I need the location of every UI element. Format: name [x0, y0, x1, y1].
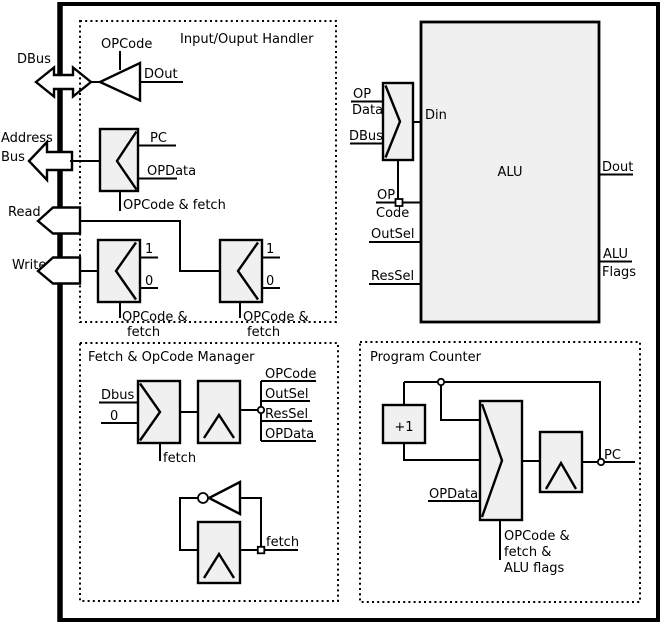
writemux-select-line1: OPCode & — [122, 310, 188, 325]
address-bus-label-line2: Bus — [1, 150, 25, 165]
wire-toggle-feedback-left — [179, 497, 198, 551]
read-mux — [218, 238, 264, 304]
alu-section: ALU OP Data DBus Din OP Code OutSel ResS… — [349, 20, 636, 324]
plus-one-label: +1 — [394, 420, 413, 435]
program-counter-title: Program Counter — [370, 350, 482, 365]
dinmux-in2-label: DBus — [349, 129, 383, 144]
junction-dot-fetchreg — [256, 405, 266, 415]
toggle-fetch-label: fetch — [266, 535, 299, 550]
writemux-one-label: 1 — [145, 242, 153, 257]
alu-opcode-line1: OP — [377, 188, 395, 203]
program-counter-section: Program Counter +1 OPData OPCode & fetch… — [359, 341, 641, 603]
readmux-one-label: 1 — [266, 242, 274, 257]
outer-frame — [57, 2, 660, 622]
din-mux-chevron-icon — [384, 85, 402, 158]
toggle-inverter-icon — [206, 480, 242, 516]
buffer-dout-label: DOut — [144, 67, 178, 82]
read-label: Read — [8, 205, 41, 220]
dbus-label: DBus — [17, 52, 51, 67]
pc-out-label: PC — [604, 448, 621, 463]
write-mux — [96, 238, 142, 304]
read-arrow-icon — [36, 206, 82, 235]
pcmux-opdata-label: OPData — [429, 487, 478, 502]
fetch-out-opcode-label: OPCode — [265, 367, 316, 382]
fetch-manager-section: Fetch & OpCode Manager Dbus 0 fetch OPCo… — [79, 342, 339, 602]
readmux-select-line1: OPCode & — [243, 310, 309, 325]
fetchmux-dbus-label: Dbus — [101, 388, 135, 403]
wire-read-to-mux — [80, 220, 220, 272]
fetch-mux-chevron-icon — [139, 382, 162, 442]
dinmux-in1-line1: OP — [353, 87, 371, 102]
fetch-manager-title: Fetch & OpCode Manager — [88, 350, 255, 365]
alu-title: ALU — [497, 165, 522, 180]
addrmux-pc-label: PC — [150, 131, 167, 146]
din-label: Din — [425, 108, 447, 123]
pc-mux-chevron-icon — [480, 403, 504, 518]
alu-flags-line2: Flags — [602, 265, 636, 280]
toggle-inverter-bubble-icon — [197, 492, 209, 504]
writemux-zero-label: 0 — [145, 274, 153, 289]
pcmux-select-line2: fetch & — [504, 545, 551, 560]
din-mux — [381, 81, 415, 162]
address-mux-chevron-icon — [115, 130, 138, 191]
fetch-out-ressel-label: ResSel — [265, 407, 308, 422]
addrmux-select-label: OPCode & fetch — [123, 198, 226, 213]
wire-feedback-to-mux — [440, 382, 480, 421]
left-bus-labels: DBus Address Bus Read Write — [1, 52, 93, 285]
io-handler-box — [79, 20, 337, 323]
fetchmux-select-label: fetch — [163, 451, 196, 466]
fetch-register-clock-icon — [202, 412, 236, 439]
address-bus-label-line1: Address — [1, 131, 53, 146]
dinmux-in1-line2: Data — [352, 103, 383, 118]
read-mux-chevron-icon — [236, 241, 259, 301]
junction-dot-feedback — [436, 377, 446, 387]
fetch-manager-box — [79, 342, 339, 602]
io-handler-title: Input/Ouput Handler — [180, 32, 314, 47]
fetch-register — [196, 379, 242, 445]
junction-square-fetch — [256, 545, 266, 555]
wire-toggle-feedback-right — [240, 497, 262, 550]
addrmux-opdata-label: OPData — [147, 164, 196, 179]
junction-dot-pc — [596, 457, 606, 467]
writemux-select-line2: fetch — [127, 325, 160, 340]
alu-flags-line1: ALU — [603, 247, 628, 262]
pcmux-select-line3: ALU flags — [504, 561, 565, 576]
pc-register-clock-icon — [544, 460, 578, 490]
alu-dout-label: Dout — [602, 160, 633, 175]
pcmux-select-line1: OPCode & — [504, 529, 570, 544]
fetch-out-outsel-label: OutSel — [265, 387, 308, 402]
alu-box — [419, 20, 601, 324]
readmux-select-line2: fetch — [247, 325, 280, 340]
dbus-bidirectional-arrow-icon — [34, 64, 93, 100]
alu-outsel-label: OutSel — [371, 227, 414, 242]
io-handler-section: Input/Ouput Handler OPCode DOut PC OPDat… — [70, 20, 337, 340]
wire-plus1-to-mux — [403, 443, 480, 461]
buffer-opcode-label: OPCode — [101, 37, 152, 52]
write-label: Write — [12, 258, 46, 273]
fetchmux-zero-label: 0 — [110, 409, 118, 424]
fetch-out-opdata-label: OPData — [265, 427, 314, 442]
toggle-register-clock-icon — [202, 551, 236, 579]
wire-pc-feedback-top — [404, 381, 601, 462]
write-mux-chevron-icon — [114, 241, 137, 301]
alu-opcode-line2: Code — [376, 206, 409, 221]
address-bus-arrow-icon — [27, 138, 74, 184]
junction-square-opcode — [394, 198, 404, 207]
alu-ressel-label: ResSel — [371, 269, 414, 284]
readmux-zero-label: 0 — [266, 274, 274, 289]
